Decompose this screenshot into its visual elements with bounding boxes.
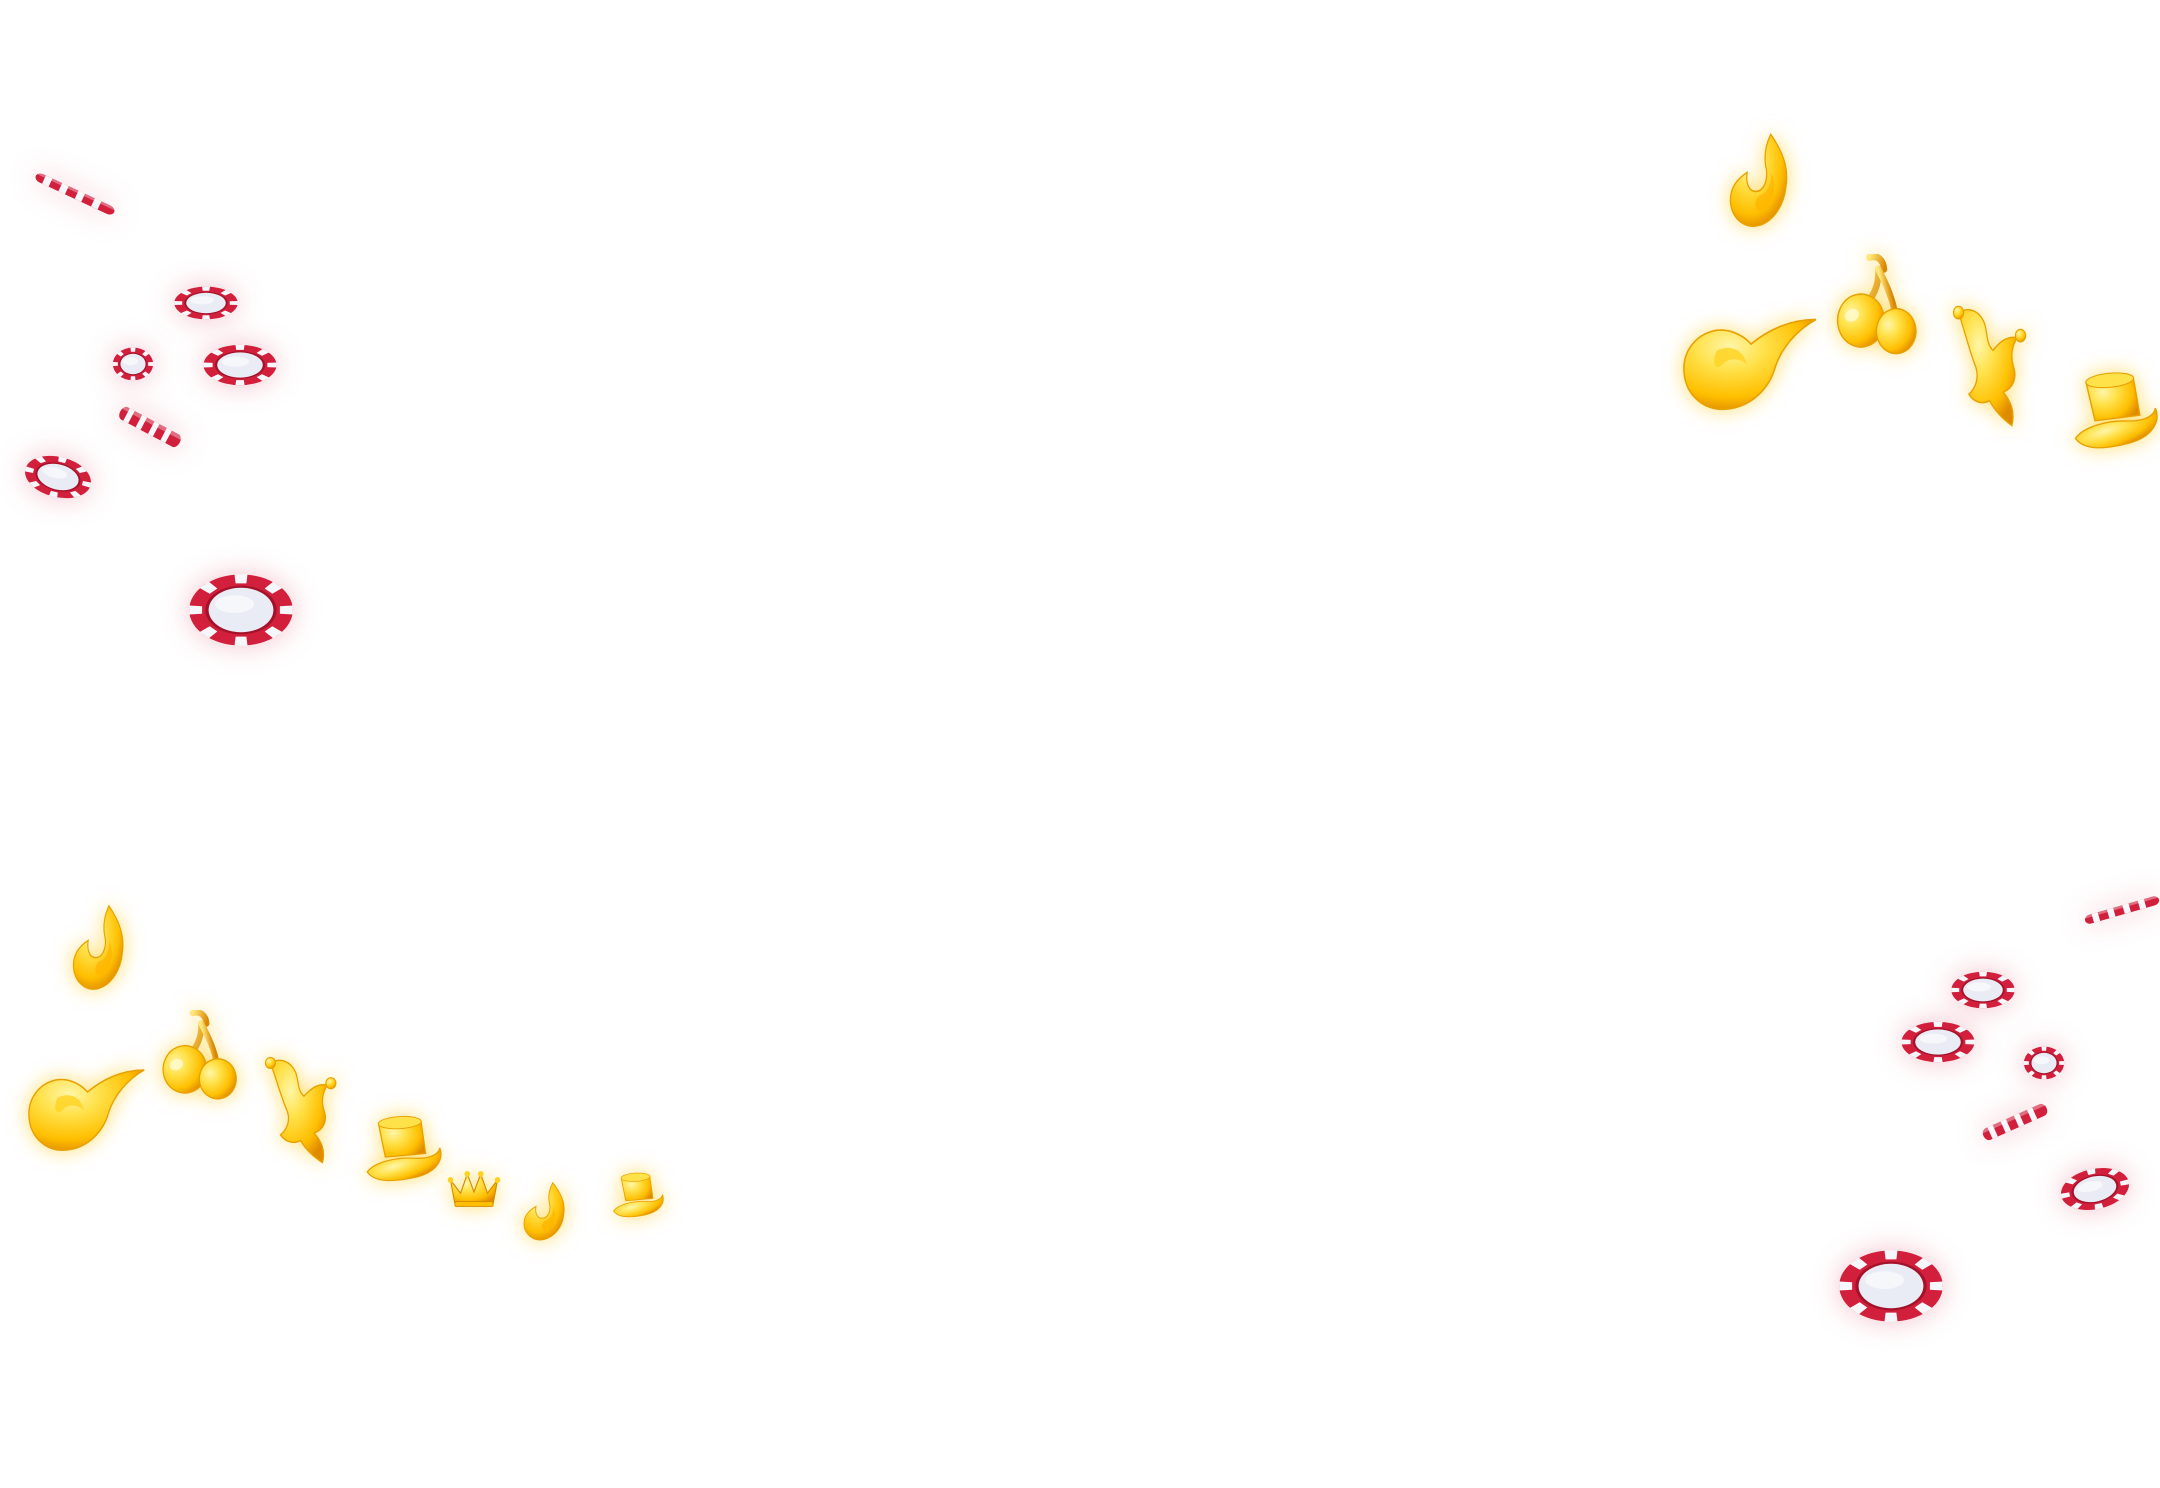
poker-chip-icon	[1980, 1102, 2050, 1142]
flame-icon	[518, 1180, 578, 1246]
top-hat-icon	[356, 1112, 442, 1188]
flame-icon	[1722, 130, 1806, 236]
cherries-icon	[1830, 254, 1920, 366]
flame-icon	[66, 902, 140, 998]
poker-chip-icon	[174, 286, 238, 320]
crown-icon	[446, 1168, 502, 1210]
jester-hat-icon	[262, 1050, 346, 1170]
poker-chip-icon	[20, 450, 96, 504]
poker-chip-icon	[1839, 1250, 1943, 1322]
flame-icon	[1676, 306, 1818, 418]
poker-chip-icon	[1901, 1021, 1975, 1063]
jester-hat-icon	[1950, 298, 2036, 434]
top-hat-icon	[2062, 368, 2158, 456]
poker-chip-icon	[1951, 971, 2015, 1009]
poker-chip-icon	[117, 405, 183, 449]
poker-chip-icon	[189, 574, 293, 646]
poker-chip-icon	[203, 344, 277, 386]
flame-icon	[22, 1058, 146, 1158]
poker-chip-icon	[2057, 1164, 2133, 1214]
poker-chip-icon	[2023, 1046, 2065, 1080]
poker-chip-icon	[2084, 895, 2160, 925]
poker-chip-icon	[112, 347, 154, 381]
top-hat-icon	[606, 1170, 664, 1222]
poker-chip-icon	[33, 171, 117, 217]
cherries-icon	[156, 1010, 240, 1110]
